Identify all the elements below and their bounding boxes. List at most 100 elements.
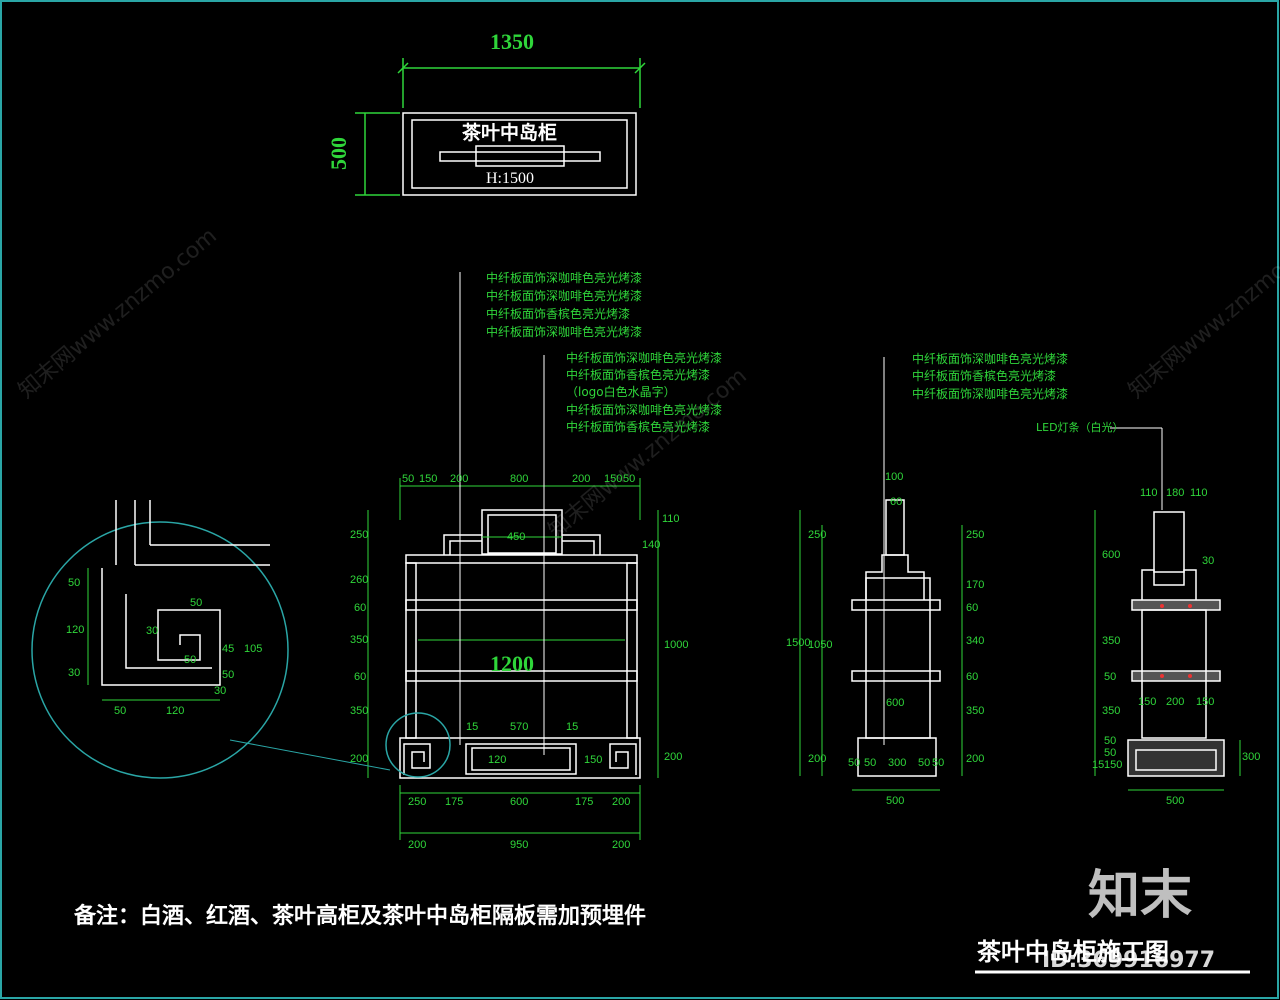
- dim-label: 250: [966, 529, 985, 541]
- dim-label: 175: [575, 796, 594, 808]
- material-note: 中纤板面饰深咖啡色亮光烤漆: [486, 271, 643, 285]
- dim-label: 150: [1138, 696, 1157, 708]
- dim-label: 200: [450, 473, 469, 485]
- dim-label: 15: [466, 721, 479, 733]
- dim-label: 120: [66, 624, 85, 636]
- dim-label: 150: [1196, 696, 1215, 708]
- dim-label: 50: [623, 473, 636, 485]
- front-elevation: [385, 509, 641, 779]
- dim-label: 350: [1102, 705, 1121, 717]
- dim-label: 350: [966, 705, 985, 717]
- dim-label: 50: [1104, 747, 1117, 759]
- dim-label: 200: [408, 839, 427, 851]
- dim-label: 50: [114, 705, 127, 717]
- dim-label: 60: [890, 496, 903, 508]
- dim-label: 150: [604, 473, 623, 485]
- dim-label: 60: [354, 671, 367, 683]
- dim-label: 50: [184, 654, 197, 666]
- dim-label: 250: [350, 529, 369, 541]
- dim-label: 100: [885, 471, 904, 483]
- dim-label: 30: [214, 685, 227, 697]
- dim-label: 500: [1166, 795, 1185, 807]
- dim-label: 110: [1140, 487, 1158, 499]
- dim-label: 200: [612, 796, 631, 808]
- dim-label: 50: [848, 757, 861, 769]
- dim-label: 200: [572, 473, 591, 485]
- dim-label: 50: [222, 669, 235, 681]
- dim-label: 600: [510, 796, 529, 808]
- dim-label: 1500: [786, 637, 811, 649]
- dim-label: 500: [886, 795, 905, 807]
- dim-label: 105: [244, 643, 263, 655]
- dim-label: 30: [146, 625, 159, 637]
- dim-label: 300: [888, 757, 907, 769]
- dim-label: 150: [419, 473, 438, 485]
- dim-label: 950: [510, 839, 529, 851]
- dim-label: 150: [1104, 759, 1123, 771]
- dim-label: 200: [1166, 696, 1185, 708]
- dim-label: 15: [566, 721, 579, 733]
- dim-label: 50: [864, 757, 877, 769]
- dim-label: 15: [1092, 759, 1105, 771]
- material-note: （logo白色水晶字）: [566, 385, 676, 399]
- material-note: 中纤板面饰深咖啡色亮光烤漆: [566, 403, 723, 417]
- dim-label: 60: [966, 671, 979, 683]
- material-note: 中纤板面饰深咖啡色亮光烤漆: [486, 325, 643, 339]
- dim-label: 150: [584, 754, 603, 766]
- detail-enlargement: [31, 500, 391, 779]
- dim-label: 120: [166, 705, 185, 717]
- dim-label: 200: [808, 753, 827, 765]
- dim-label: 50: [918, 757, 931, 769]
- dim-label: 30: [1202, 555, 1215, 567]
- remark-note: 备注：白酒、红酒、茶叶高柜及茶叶中岛柜隔板需加预埋件: [74, 904, 647, 929]
- material-note: 中纤板面饰香槟色亮光烤漆: [566, 420, 711, 434]
- dim-label: 50: [1104, 735, 1117, 747]
- drawing-title: 茶叶中岛柜施工图: [977, 938, 1169, 966]
- shelf-width-dim: 1200: [490, 651, 534, 676]
- plan-width-dim: 1350: [490, 29, 534, 54]
- dim-label: 350: [350, 634, 369, 646]
- dim-label: 1000: [664, 639, 689, 651]
- dim-label: 60: [354, 602, 367, 614]
- dim-label: 200: [664, 751, 683, 763]
- section-view: [1094, 510, 1241, 791]
- dim-label: 350: [1102, 635, 1121, 647]
- dim-label: 250: [408, 796, 427, 808]
- material-note: 中纤板面饰香槟色亮光烤漆: [486, 307, 631, 321]
- dim-label: 600: [1102, 549, 1121, 561]
- dim-label: 140: [642, 539, 661, 551]
- dim-label: 250: [808, 529, 827, 541]
- dim-label: 450: [507, 531, 526, 543]
- top-plan: [355, 58, 646, 196]
- dim-label: 1050: [808, 639, 833, 651]
- material-note: 中纤板面饰深咖啡色亮光烤漆: [486, 289, 643, 303]
- dim-label: 800: [510, 473, 529, 485]
- dim-label: 175: [445, 796, 464, 808]
- dim-label: 350: [350, 705, 369, 717]
- dim-label: 200: [966, 753, 985, 765]
- dim-label: 570: [510, 721, 529, 733]
- material-note: 中纤板面饰深咖啡色亮光烤漆: [912, 352, 1069, 366]
- dim-label: 110: [1190, 487, 1208, 499]
- dim-label: 200: [612, 839, 631, 851]
- dim-label: 50: [68, 577, 81, 589]
- dim-label: 340: [966, 635, 985, 647]
- dim-label: 300: [1242, 751, 1261, 763]
- dim-label: 600: [886, 697, 905, 709]
- dim-label: 30: [68, 667, 81, 679]
- dim-label: 50: [402, 473, 415, 485]
- dim-label: 260: [350, 574, 369, 586]
- plan-depth-dim: 500: [326, 137, 351, 170]
- dim-label: 170: [966, 579, 985, 591]
- plan-height-label: H:1500: [486, 170, 534, 187]
- dim-label: 45: [222, 643, 235, 655]
- dim-label: 50: [1104, 671, 1117, 683]
- dim-label: 180: [1166, 487, 1185, 499]
- dim-label: 120: [488, 754, 507, 766]
- dim-label: 50: [932, 757, 945, 769]
- material-note: 中纤板面饰香槟色亮光烤漆: [912, 369, 1057, 383]
- dim-label: 60: [966, 602, 979, 614]
- dim-label: 200: [350, 753, 369, 765]
